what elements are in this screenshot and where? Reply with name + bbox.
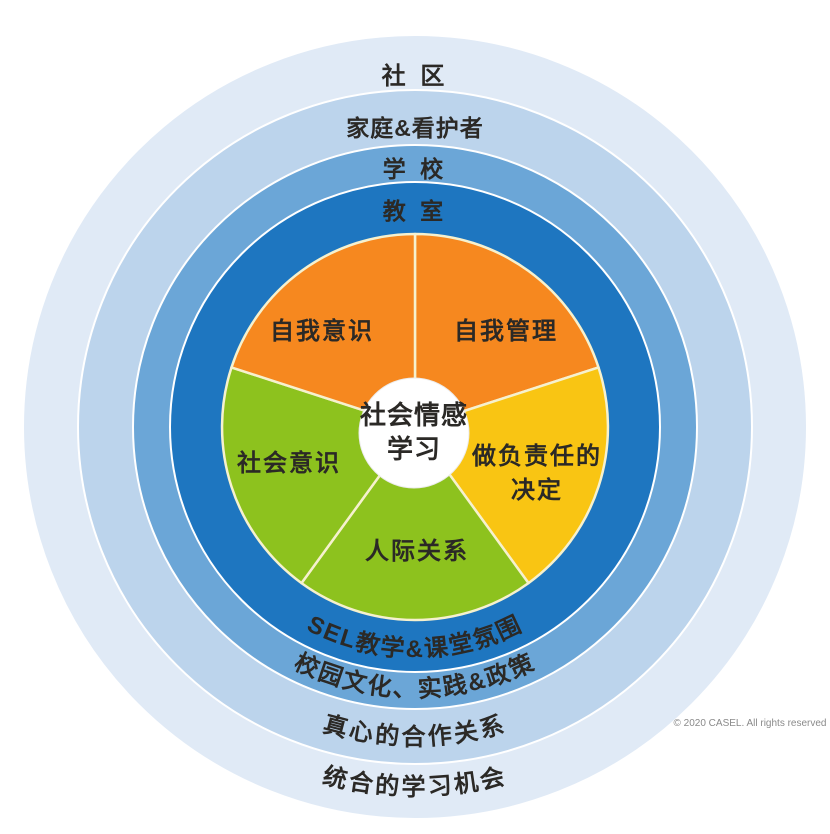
slice-label-relationship-skills: 人际关系 — [365, 538, 469, 565]
ring-label-classrooms: 教 室 — [383, 198, 447, 224]
ring-label-schools: 学 校 — [383, 156, 447, 182]
copyright-notice: © 2020 CASEL. All rights reserved — [674, 718, 827, 729]
slice-self-management — [413, 232, 600, 429]
slice-label-responsible-decision-line2: 决定 — [511, 476, 563, 504]
slice-label-responsible-decision-line1: 做负责任的 — [471, 442, 602, 470]
slice-label-social-awareness: 社会意识 — [237, 449, 341, 477]
slice-relationship-skills — [300, 425, 530, 622]
center-hub-circle — [358, 377, 470, 489]
center-label-line1: 社会情感 — [360, 400, 468, 430]
slice-label-self-management: 自我管理 — [454, 317, 558, 345]
ring-label-community: 社 区 — [382, 62, 449, 90]
ring-label-families-caregivers: 家庭&看护者 — [346, 115, 484, 141]
slice-label-self-awareness: 自我意识 — [270, 317, 374, 345]
slice-self-awareness — [230, 232, 417, 429]
center-label-line2: 学习 — [387, 434, 441, 464]
